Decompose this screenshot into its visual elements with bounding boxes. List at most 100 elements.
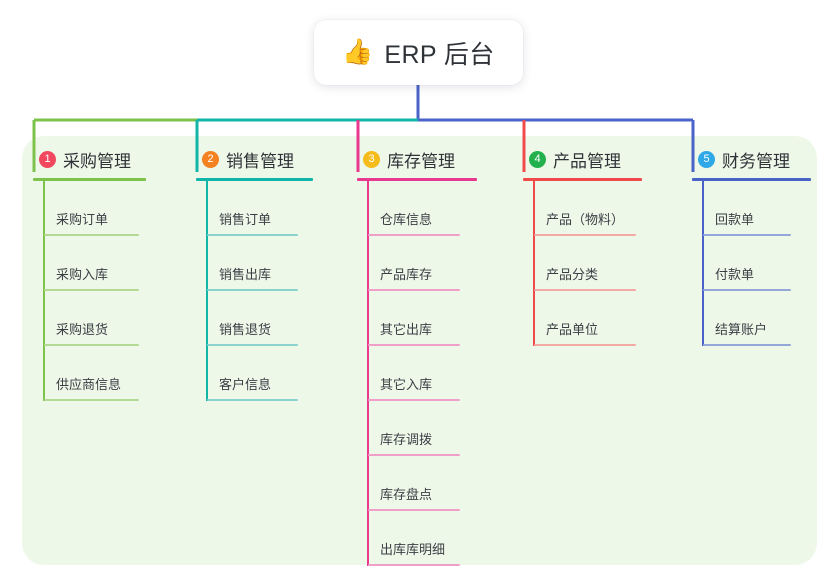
branch-item[interactable]: 产品库存 [368,236,477,291]
branch-item[interactable]: 采购订单 [44,181,146,236]
branch-header-rule [692,178,811,181]
branch-item[interactable]: 其它入库 [368,346,477,401]
branch-item-rule [368,564,460,566]
branch-item[interactable]: 销售订单 [207,181,313,236]
branch-column: 4 产品管理产品（物料） 产品分类产品单位 [523,146,642,346]
branch-item-label: 付款单 [715,267,755,282]
branch-item[interactable]: 付款单 [703,236,811,291]
branch-item-rule [368,509,460,511]
branch-item-label: 采购订单 [56,212,109,227]
branch-item-rule [368,399,460,401]
branch-item[interactable]: 销售出库 [207,236,313,291]
branch-item-rule [534,234,636,236]
branch-item-rule [534,289,636,291]
branch-item-label: 产品（物料） [546,212,625,227]
branch-items: 采购订单采购入库采购退货供应商信息 [33,181,146,401]
branch-item-label: 结算账户 [715,322,768,337]
branch-header[interactable]: 1 采购管理 [33,146,146,172]
branch-item-rule [44,344,139,346]
branch-title: 销售管理 [226,151,294,171]
branch-item-rule [44,289,139,291]
branch-item-label: 仓库信息 [380,212,433,227]
branch-item[interactable]: 库存调拨 [368,401,477,456]
branch-header-rule [357,178,477,181]
branch-item[interactable]: 其它出库 [368,291,477,346]
branch-item-label: 销售出库 [219,267,272,282]
branch-column: 3 库存管理仓库信息产品库存其它出库其它入库库存调拨库存盘点出库库明细 [357,146,477,566]
branch-title: 财务管理 [722,151,790,171]
branch-item-label: 库存调拨 [380,432,433,447]
branch-item-rule [368,289,460,291]
branch-items: 产品（物料） 产品分类产品单位 [523,181,642,346]
branch-item[interactable]: 库存盘点 [368,456,477,511]
branch-items: 回款单付款单结算账户 [692,181,811,346]
branch-item[interactable]: 回款单 [703,181,811,236]
branch-item-label: 产品库存 [380,267,433,282]
branch-item-rule [368,234,460,236]
branch-item[interactable]: 出库库明细 [368,511,477,566]
branch-item[interactable]: 结算账户 [703,291,811,346]
branch-header[interactable]: 3 库存管理 [357,146,477,172]
branch-header-rule [523,178,642,181]
branch-item-label: 出库库明细 [380,542,446,557]
branch-item-label: 回款单 [715,212,755,227]
branch-item-label: 销售退货 [219,322,272,337]
branch-item-label: 采购退货 [56,322,109,337]
branch-item-rule [534,344,636,346]
branch-item-label: 其它出库 [380,322,433,337]
branch-item-rule [368,344,460,346]
branch-item-rule [703,289,791,291]
branch-number-badge: 2 [202,150,219,168]
branch-item[interactable]: 产品单位 [534,291,642,346]
branch-header[interactable]: 2 销售管理 [196,146,313,172]
branch-spine [702,181,704,346]
branch-item-rule [368,454,460,456]
branch-item-label: 其它入库 [380,377,433,392]
branch-header[interactable]: 4 产品管理 [523,146,642,172]
branch-title: 采购管理 [63,151,131,171]
branches-panel [22,136,817,565]
branch-item-rule [703,234,791,236]
root-node[interactable]: 👍 ERP 后台 [314,20,523,85]
branch-item[interactable]: 产品（物料） [534,181,642,236]
thumbs-up-icon: 👍 [342,38,374,66]
branch-item-label: 供应商信息 [56,377,122,392]
branch-item-label: 客户信息 [219,377,272,392]
branch-title: 产品管理 [553,151,621,171]
branch-item[interactable]: 产品分类 [534,236,642,291]
branch-header-rule [33,178,146,181]
branch-column: 1 采购管理采购订单采购入库采购退货供应商信息 [33,146,146,401]
branch-item-label: 采购入库 [56,267,109,282]
branch-item-label: 产品分类 [546,267,599,282]
branch-item-label: 销售订单 [219,212,272,227]
branch-number-badge: 1 [39,150,56,168]
branch-spine [206,181,208,401]
branch-number-badge: 5 [698,150,715,168]
branch-header-rule [196,178,313,181]
branch-header[interactable]: 5 财务管理 [692,146,811,172]
branch-item[interactable]: 仓库信息 [368,181,477,236]
branch-item-rule [207,344,298,346]
branch-spine [367,181,369,566]
root-node-title: ERP 后台 [384,40,495,69]
branch-number-badge: 3 [363,150,380,168]
branch-item-rule [703,344,791,346]
branch-items: 仓库信息产品库存其它出库其它入库库存调拨库存盘点出库库明细 [357,181,477,566]
branch-item-rule [207,234,298,236]
branch-item[interactable]: 客户信息 [207,346,313,401]
branch-item-rule [44,234,139,236]
branch-items: 销售订单销售出库销售退货客户信息 [196,181,313,401]
branch-item-rule [207,289,298,291]
branch-item-label: 库存盘点 [380,487,433,502]
branch-item[interactable]: 采购入库 [44,236,146,291]
branch-item[interactable]: 采购退货 [44,291,146,346]
branch-number-badge: 4 [529,150,546,168]
branch-spine [533,181,535,346]
branch-item[interactable]: 供应商信息 [44,346,146,401]
branch-item-rule [44,399,139,401]
branch-title: 库存管理 [387,151,455,171]
branch-item[interactable]: 销售退货 [207,291,313,346]
branch-column: 5 财务管理回款单付款单结算账户 [692,146,811,346]
branch-column: 2 销售管理销售订单销售出库销售退货客户信息 [196,146,313,401]
